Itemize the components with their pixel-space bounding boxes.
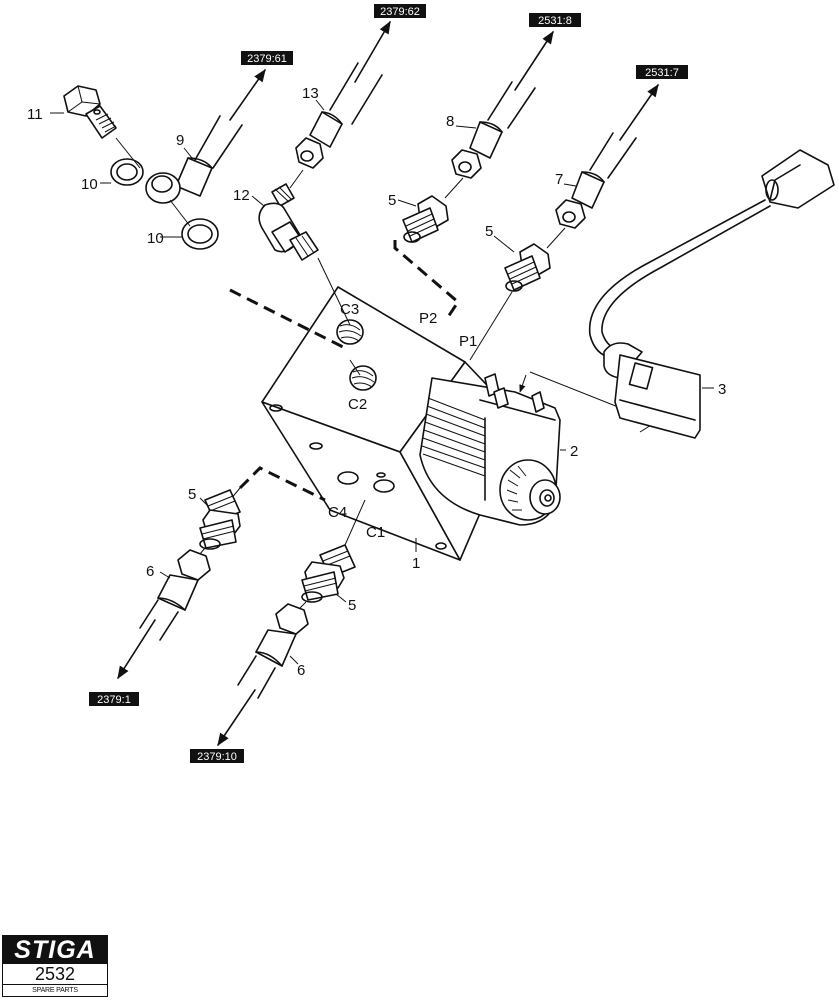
port-label-p2: P2 (419, 310, 437, 327)
fitting-5-right[interactable] (469, 227, 566, 361)
reference-label: 2379:1 (97, 694, 131, 706)
connector-c2-dashed (229, 288, 346, 350)
label-3: 3 (718, 381, 726, 398)
port-c2 (349, 365, 377, 391)
hose-9[interactable] (175, 115, 243, 197)
hose-7[interactable] (555, 132, 637, 229)
hose-8[interactable] (451, 81, 536, 179)
reference-label: 2531:7 (645, 67, 679, 79)
label-5-lower-left: 5 (188, 486, 196, 503)
label-6-left: 6 (146, 563, 154, 580)
label-5-top: 5 (388, 192, 396, 209)
part-number-labels: 11 10 10 9 12 13 8 5 7 5 3 2 1 5 6 5 6 (27, 85, 726, 679)
reference-label: 2379:62 (380, 6, 420, 18)
fitting-5-lower-left[interactable] (199, 487, 241, 550)
terminal (493, 387, 509, 409)
reference-box (529, 13, 581, 27)
reference-2379-61[interactable]: 2379:61 (229, 51, 293, 121)
brand-logo-box: STIGA 2532 SPARE PARTS (2, 935, 108, 997)
banjo-bolt-11[interactable] (63, 85, 117, 139)
port-label-c4: C4 (328, 504, 347, 521)
elbow-fitting-12[interactable] (258, 183, 319, 261)
label-7: 7 (555, 171, 563, 188)
page-number: 2532 (3, 964, 107, 985)
fitting-5-lower-right[interactable] (301, 499, 366, 603)
reference-2531-7[interactable]: 2531:7 (619, 65, 688, 141)
reference-box (374, 4, 426, 18)
label-13: 13 (302, 85, 319, 102)
hose-13[interactable] (289, 62, 383, 189)
reference-2379-10[interactable]: 2379:10 (190, 689, 256, 763)
washer-10-lower[interactable] (181, 218, 219, 250)
reference-label: 2379:61 (247, 53, 287, 65)
washer-10-upper[interactable] (110, 158, 144, 186)
reference-arrow (354, 20, 391, 83)
fitting-5-top[interactable] (402, 177, 464, 243)
reference-2379-1[interactable]: 2379:1 (89, 619, 156, 706)
reference-2379-62[interactable]: 2379:62 (354, 4, 426, 83)
label-11: 11 (27, 106, 43, 123)
terminal (531, 391, 545, 413)
label-9: 9 (176, 132, 184, 149)
port-label-c2: C2 (348, 396, 367, 413)
label-6-right: 6 (297, 662, 305, 679)
banjo-fitting[interactable] (145, 172, 181, 204)
reference-label: 2379:10 (197, 751, 237, 763)
spare-parts-caption: SPARE PARTS (32, 987, 78, 994)
hose-6-right[interactable] (237, 601, 309, 699)
label-8: 8 (446, 113, 454, 130)
label-10-lower: 10 (147, 230, 164, 247)
reference-arrow (229, 68, 266, 121)
reference-arrow (514, 30, 554, 91)
label-5-lower-right: 5 (348, 597, 356, 614)
label-1: 1 (412, 555, 420, 572)
hose-6-left[interactable] (139, 547, 211, 641)
reference-label: 2531:8 (538, 15, 572, 27)
port-labels: C3 C2 P2 P1 C4 C1 (328, 301, 477, 541)
label-2: 2 (570, 443, 578, 460)
label-12: 12 (233, 187, 250, 204)
port-c3 (336, 319, 364, 345)
reference-box (241, 51, 293, 65)
coil-knob[interactable] (499, 459, 561, 521)
label-5-right: 5 (485, 223, 493, 240)
connector-p2-dashed (393, 240, 460, 321)
reference-arrow (217, 689, 256, 747)
connector-c4-dashed (238, 466, 326, 502)
leader-lines (50, 99, 714, 665)
reference-box (636, 65, 688, 79)
brand-name: STIGA (14, 936, 96, 964)
reference-arrow (117, 619, 156, 680)
port-label-c3: C3 (340, 301, 359, 318)
reference-box (89, 692, 139, 706)
reference-2531-8[interactable]: 2531:8 (514, 13, 581, 91)
brand-logo-banner: STIGA (3, 936, 107, 964)
reference-arrow (619, 83, 659, 141)
plug (761, 149, 835, 209)
hose-nut (295, 137, 324, 169)
cable-connector-3[interactable] (588, 149, 835, 439)
reference-box (190, 749, 244, 763)
label-10-upper: 10 (81, 176, 98, 193)
port-label-c1: C1 (366, 524, 385, 541)
port-label-p1: P1 (459, 333, 477, 350)
solenoid-coil-2[interactable] (419, 373, 561, 526)
